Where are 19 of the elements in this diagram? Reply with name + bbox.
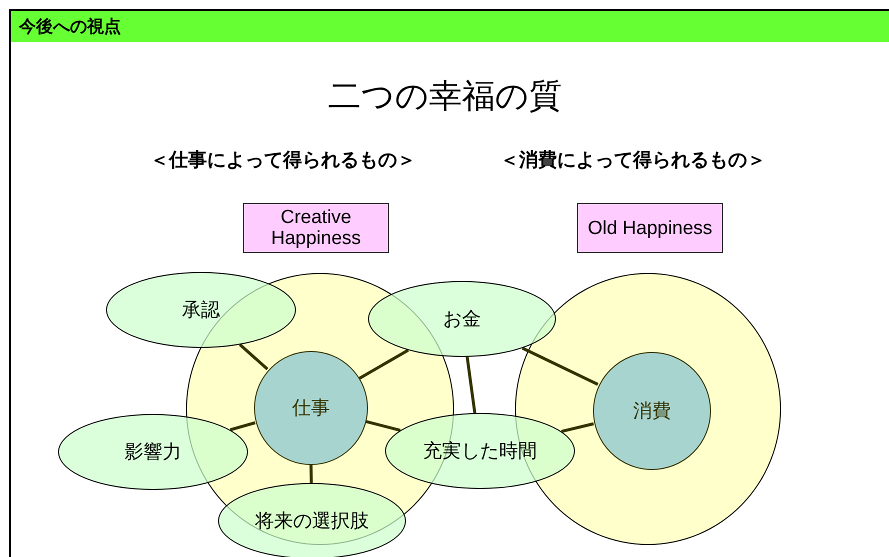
ellipse-node: 将来の選択肢 [218, 483, 406, 557]
connector-line [230, 421, 256, 432]
title: 二つの幸福の質 [327, 76, 563, 116]
header-bar: 今後への視点 [11, 11, 889, 42]
connector-line [238, 344, 268, 370]
label-box: Old Happiness [577, 203, 723, 253]
connector-line [466, 356, 476, 414]
connector-line [364, 420, 401, 432]
subheading: ＜仕事によって得られるもの＞ [150, 149, 417, 173]
connector-line [358, 348, 409, 380]
ellipse-node: 承認 [106, 272, 296, 348]
ellipse-node: 影響力 [58, 414, 248, 490]
connector-line [561, 422, 594, 433]
circle-node: 仕事 [254, 351, 368, 465]
circle-node: 消費 [593, 352, 711, 470]
connector-line [522, 346, 598, 386]
subheading: ＜消費によって得られるもの＞ [500, 149, 767, 173]
connector-line [310, 464, 313, 484]
label-box: Creative Happiness [243, 203, 389, 253]
